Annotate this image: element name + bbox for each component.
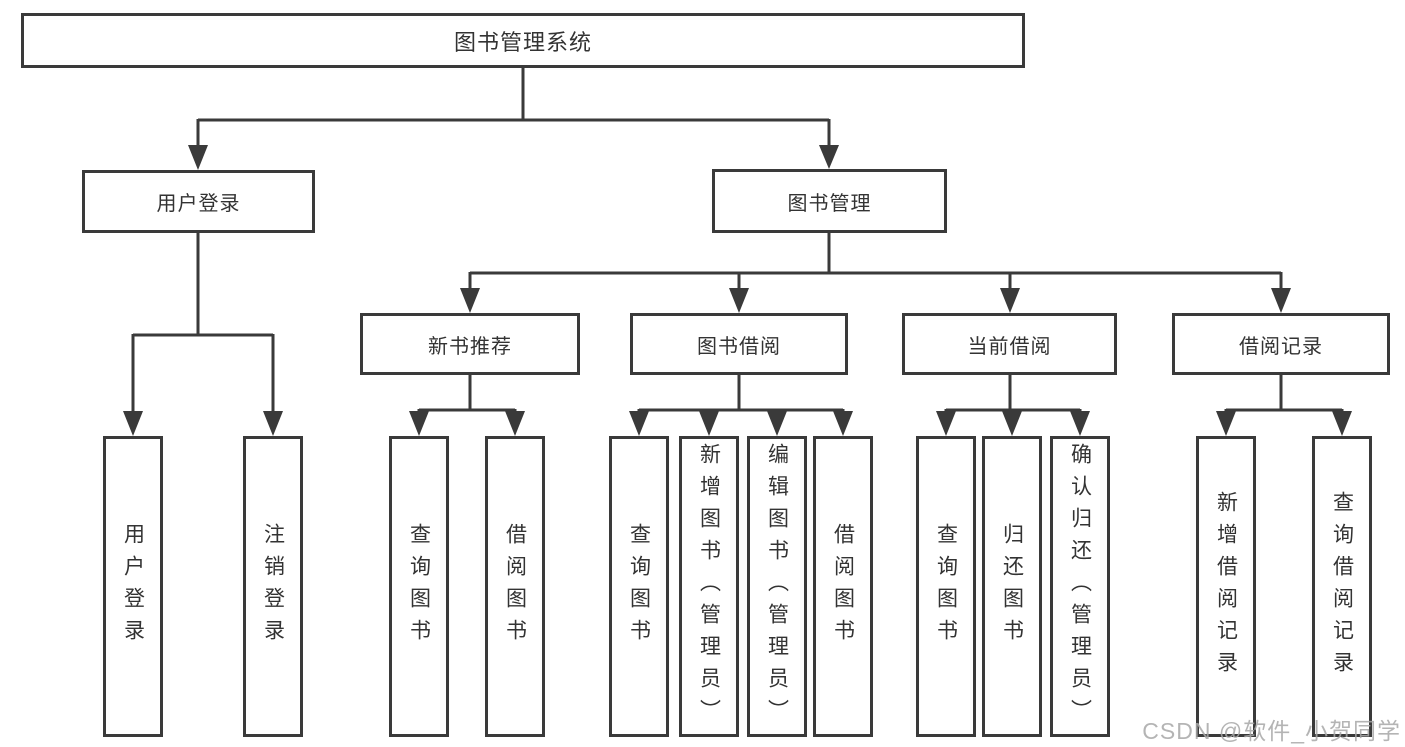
leaf-add-borrow-record: 新增借阅记录 bbox=[1196, 436, 1256, 737]
leaf-query-borrow-record: 查询借阅记录 bbox=[1312, 436, 1372, 737]
node-library-management-system: 图书管理系统 bbox=[21, 13, 1025, 68]
node-new-book-recommendation: 新书推荐 bbox=[360, 313, 580, 375]
leaf-borrow-books-recommendation: 借阅图书 bbox=[485, 436, 545, 737]
leaf-user-login: 用户登录 bbox=[103, 436, 163, 737]
leaf-query-books-recommendation: 查询图书 bbox=[389, 436, 449, 737]
csdn-watermark: CSDN @软件_小贺同学 bbox=[1142, 718, 1401, 744]
node-book-borrowing: 图书借阅 bbox=[630, 313, 848, 375]
node-current-borrowing: 当前借阅 bbox=[902, 313, 1117, 375]
node-borrowing-records: 借阅记录 bbox=[1172, 313, 1390, 375]
leaf-borrow-books-borrowing: 借阅图书 bbox=[813, 436, 873, 737]
leaf-edit-book-admin: 编辑图书（管理员） bbox=[747, 436, 807, 737]
leaf-add-book-admin: 新增图书（管理员） bbox=[679, 436, 739, 737]
leaf-return-books: 归还图书 bbox=[982, 436, 1042, 737]
node-user-login-branch: 用户登录 bbox=[82, 170, 315, 233]
leaf-logout: 注销登录 bbox=[243, 436, 303, 737]
node-book-management-branch: 图书管理 bbox=[712, 169, 947, 233]
leaf-query-books-borrowing: 查询图书 bbox=[609, 436, 669, 737]
leaf-confirm-return-admin: 确认归还（管理员） bbox=[1050, 436, 1110, 737]
leaf-query-books-current: 查询图书 bbox=[916, 436, 976, 737]
